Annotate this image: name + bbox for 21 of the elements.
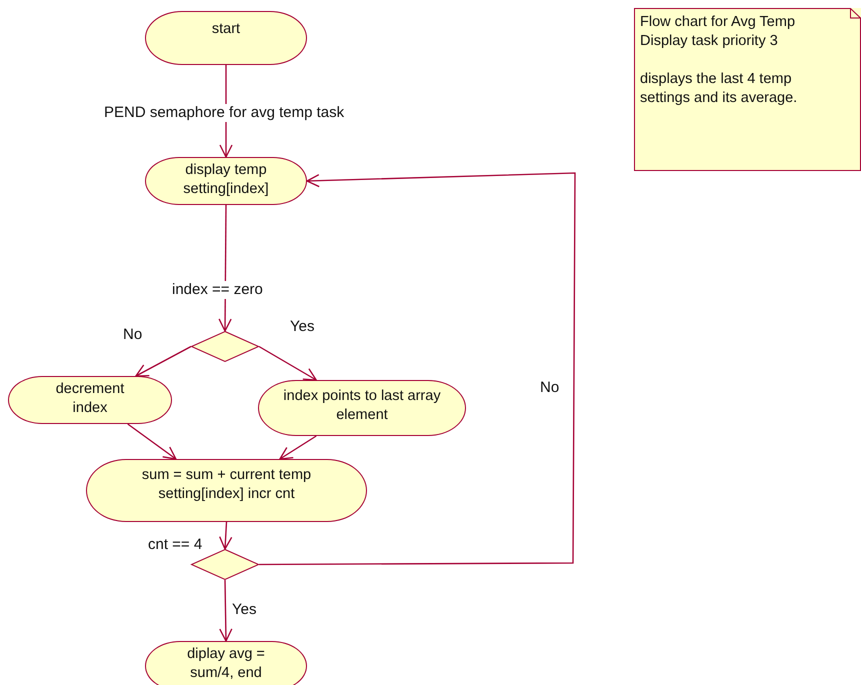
arrow [259,172,576,566]
note-box [634,8,861,171]
node-label: index points to last array element [283,387,441,425]
edge-label: PEND semaphore for avg temp task [103,104,346,122]
node-label: display temp setting[index] [182,161,270,199]
arrow [279,435,317,460]
node-label: start [212,20,240,39]
arrow [258,346,317,381]
decision-diamond [191,549,259,580]
note-text: displays the last 4 temp settings and its average. [640,70,798,108]
arrow [127,423,177,460]
decision-diamond [191,331,259,362]
arrow [219,522,232,550]
note-text: Flow chart for Avg Temp Display task priority 3 [640,13,796,51]
node-label: diplay avg = sum/4, end [186,645,266,683]
edge-label: index == zero [171,281,264,299]
arrow [135,346,192,377]
terminator-box [145,641,307,685]
node-label: decrement index [54,380,126,418]
node-label: sum = sum + current temp setting[index] incr cnt [140,466,312,504]
arrow [219,580,232,642]
